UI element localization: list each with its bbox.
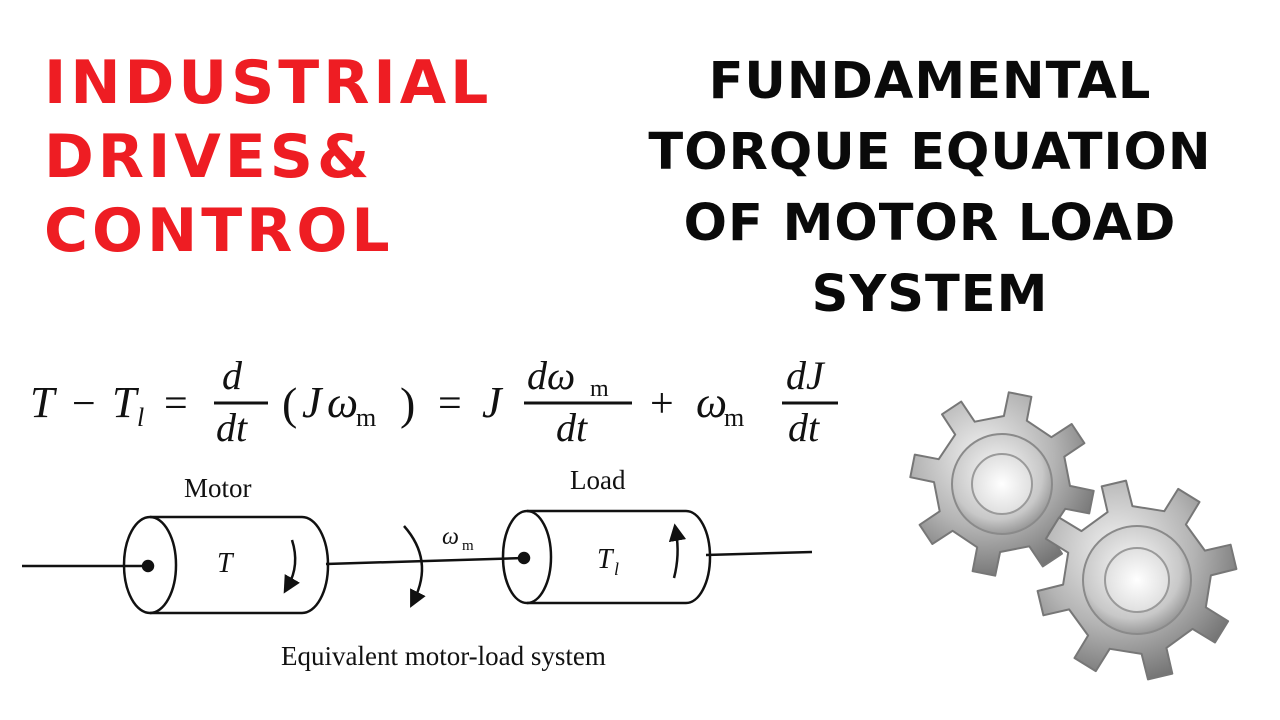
course-title: INDUSTRIAL DRIVES& CONTROL (44, 46, 492, 268)
motor-back-face (301, 515, 330, 615)
eq-omega2: ω (696, 378, 727, 427)
load-shaft-dot (517, 551, 531, 565)
motor-torque-label: T (217, 548, 235, 579)
diagram-labels: Motor Load T T l ω m Equivalent motor-lo… (184, 465, 626, 671)
eq-T: T (30, 378, 58, 427)
motor-label: Motor (184, 473, 252, 503)
torque-equation: T − T l = d dt ( J ω m ) = J dω m dt + ω… (30, 353, 838, 450)
topic-title-line-4: SYSTEM (811, 265, 1049, 324)
shaft-right (705, 550, 813, 557)
speed-label-sub: m (462, 538, 474, 554)
load-label: Load (570, 465, 626, 495)
motor-cylinder (122, 515, 330, 615)
diagram-caption: Equivalent motor-load system (281, 641, 606, 671)
course-title-line-3: CONTROL (44, 196, 394, 266)
eq-omega2-sub: m (724, 403, 744, 432)
shaft-middle (325, 556, 525, 566)
topic-title-line-2: TORQUE EQUATION (648, 123, 1212, 182)
load-back-face (685, 509, 712, 605)
eq-omega-sub: m (356, 403, 376, 432)
course-title-line-1: INDUSTRIAL (44, 48, 493, 118)
eq-plus: + (650, 381, 674, 427)
load-cylinder (501, 509, 712, 605)
gear-hole (971, 453, 1033, 515)
eq-equals-2: = (438, 381, 462, 427)
topic-title: FUNDAMENTAL TORQUE EQUATION OF MOTOR LOA… (600, 46, 1260, 330)
eq-paren-open: ( (282, 378, 297, 429)
eq-omega: ω (327, 378, 358, 427)
eq-Tl: T (112, 378, 140, 427)
eq-minus: − (72, 381, 96, 427)
eq-Tl-sub: l (137, 403, 144, 432)
eq-equals-1: = (164, 381, 188, 427)
eq-J: J (302, 378, 324, 427)
topic-title-line-1: FUNDAMENTAL (708, 52, 1152, 111)
eq-frac1-num: d (222, 353, 243, 398)
gear-icon (909, 391, 1095, 577)
eq-frac2-den: dt (556, 405, 588, 450)
topic-title-line-3: OF MOTOR LOAD (683, 194, 1177, 253)
gear-hole (1104, 547, 1170, 613)
eq-frac2-num-sub: m (590, 376, 609, 402)
course-title-line-2: DRIVES& (44, 122, 374, 192)
eq-frac3-den: dt (788, 405, 820, 450)
load-torque-label: T (597, 544, 615, 575)
eq-J2: J (482, 378, 504, 427)
eq-frac1-den: dt (216, 405, 248, 450)
motor-torque-arrow (283, 539, 300, 594)
eq-paren-close: ) (400, 378, 415, 429)
eq-frac3-num: dJ (786, 353, 826, 398)
load-torque-arrow (668, 523, 687, 579)
motor-shaft-dot (141, 559, 155, 573)
eq-frac2-num: dω (527, 353, 575, 398)
load-torque-sub: l (614, 559, 619, 579)
speed-label: ω (442, 524, 459, 550)
motor-load-diagram (22, 509, 813, 615)
gear-icon (1036, 479, 1238, 681)
speed-arrow (403, 525, 426, 608)
